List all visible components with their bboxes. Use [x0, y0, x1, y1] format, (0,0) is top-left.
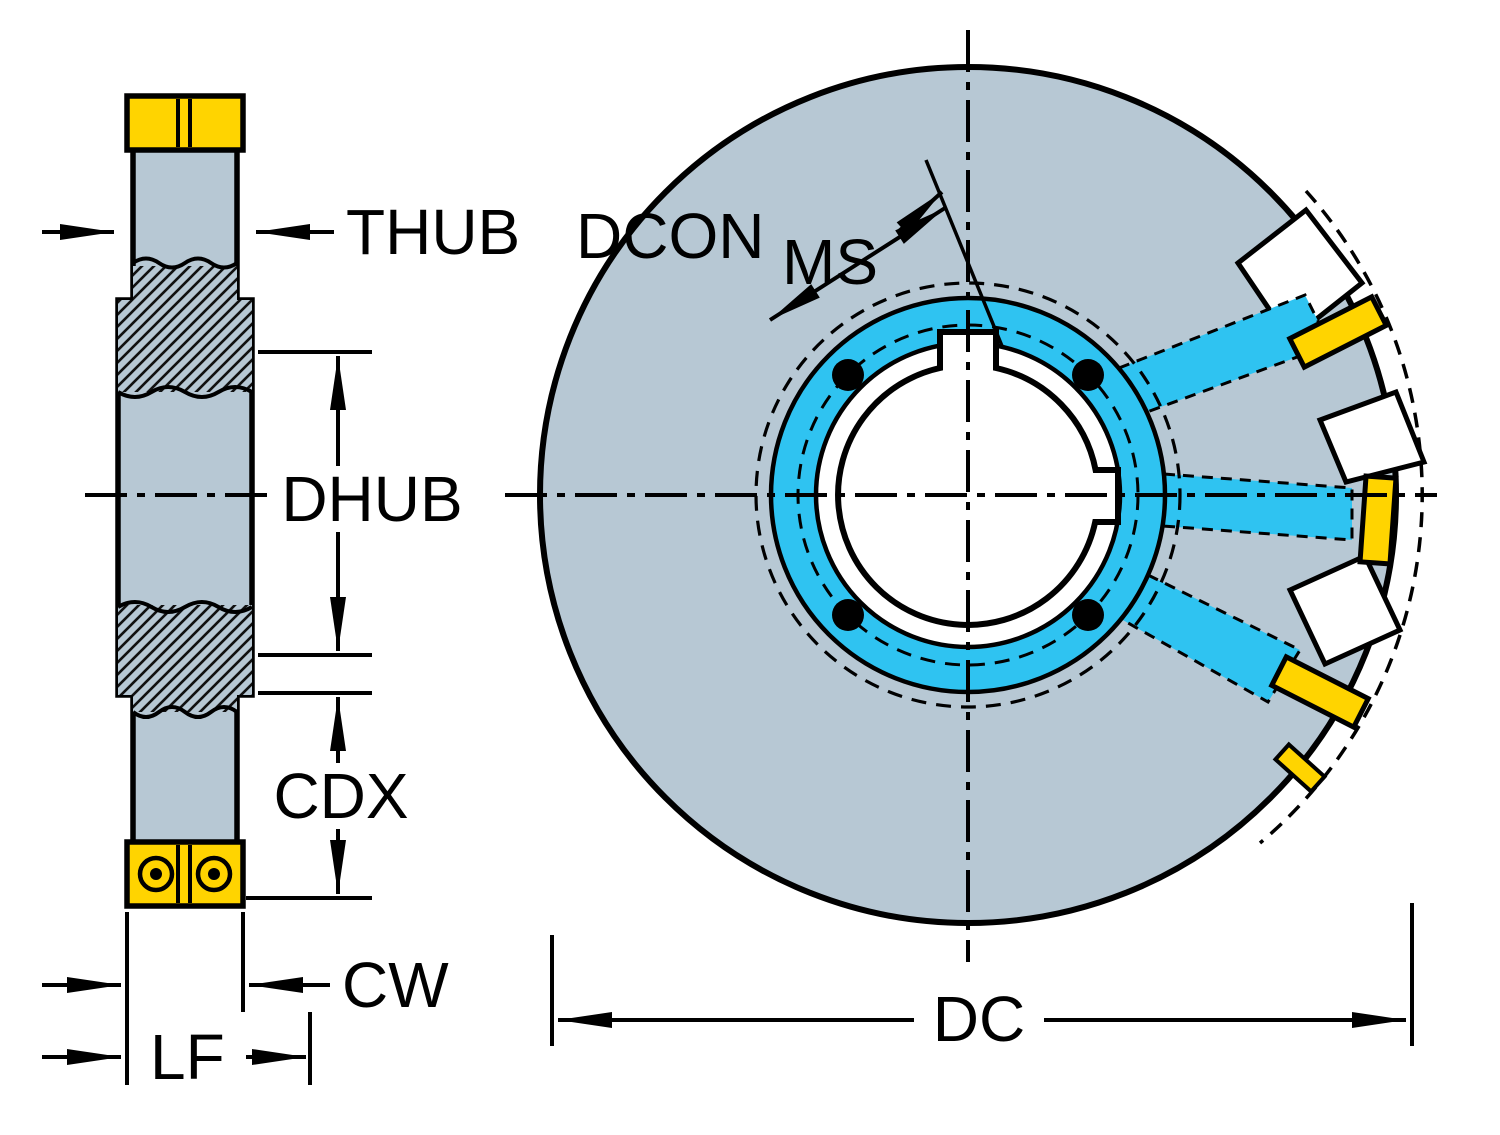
screw-icon: [195, 855, 233, 893]
screw-icon: [137, 855, 175, 893]
front-insert: [1268, 653, 1372, 731]
label-dc: DC: [933, 983, 1025, 1055]
label-ms: MS: [782, 226, 878, 298]
front-insert: [1357, 473, 1399, 567]
reference-circle-outer: [754, 281, 1182, 709]
label-thub: THUB: [346, 196, 520, 268]
break-line: [116, 600, 254, 614]
bore-with-keyway: [835, 329, 1121, 628]
screw-hole: [832, 359, 864, 391]
label-cw: CW: [342, 949, 449, 1021]
label-dcon: DCON: [576, 200, 764, 272]
label-cdx: CDX: [273, 760, 408, 832]
dimension-ms: [896, 190, 944, 235]
screw-hole: [1072, 599, 1104, 631]
cutting-diameter-arc: [1258, 189, 1424, 845]
screw-hole: [832, 599, 864, 631]
break-line: [131, 256, 239, 270]
break-line: [131, 705, 239, 719]
front-view: [505, 30, 1437, 962]
screw-center: [150, 868, 162, 880]
front-insert-partial: [1272, 741, 1328, 795]
section-hatch-upper: [118, 266, 252, 392]
screw-center: [208, 868, 220, 880]
side-view: [85, 93, 300, 909]
label-bg: [276, 466, 468, 532]
label-lf: LF: [150, 1021, 225, 1093]
dimension-lf: [42, 1012, 312, 1085]
dimension-cw: [42, 912, 330, 1085]
front-insert: [1286, 293, 1390, 371]
break-line: [116, 385, 254, 399]
label-dhub: DHUB: [281, 463, 462, 535]
label-bg: [914, 987, 1044, 1051]
insert-pocket: [1286, 552, 1404, 668]
side-insert-top: [124, 93, 246, 153]
label-bg: [262, 763, 420, 829]
keyway-reference-line: [924, 159, 1004, 347]
section-hatch-lower: [118, 605, 252, 712]
coolant-flute: [1118, 573, 1303, 705]
labels: THUB DHUB CDX CW LF DCON MS DC: [150, 196, 1044, 1093]
insert-pocket: [1316, 388, 1428, 485]
screw-hole: [1072, 359, 1104, 391]
side-insert-bottom: [124, 839, 246, 909]
